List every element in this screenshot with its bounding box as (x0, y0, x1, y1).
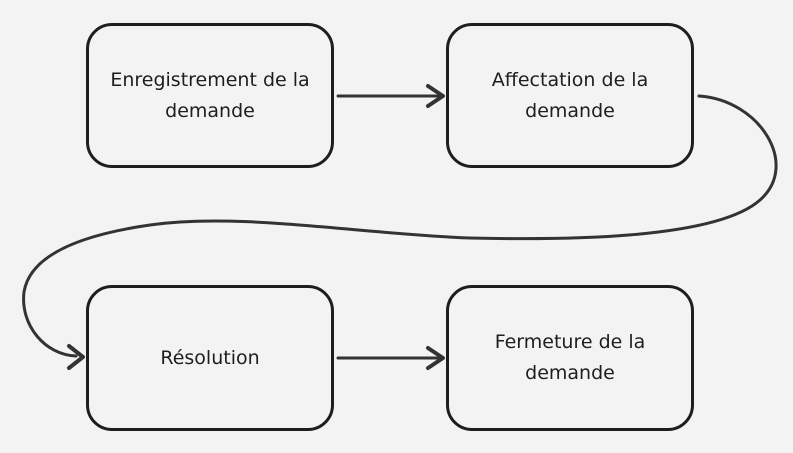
node-affectation[interactable]: Affectation de la demande (446, 23, 694, 168)
node-enregistrement[interactable]: Enregistrement de la demande (86, 23, 334, 168)
node-label: Affectation de la demande (491, 68, 649, 122)
node-fermeture[interactable]: Fermeture de la demande (446, 285, 694, 431)
edge-n3-n4 (336, 346, 445, 370)
arrowhead-icon (426, 84, 445, 108)
arrowhead-icon (426, 346, 445, 370)
node-label: Fermeture de la demande (494, 331, 646, 384)
edge-n1-n2 (336, 84, 445, 108)
node-resolution[interactable]: Résolution (86, 285, 334, 431)
node-label: Enregistrement de la demande (110, 68, 310, 122)
node-label: Résolution (160, 346, 260, 369)
arrowhead-icon (67, 344, 85, 370)
